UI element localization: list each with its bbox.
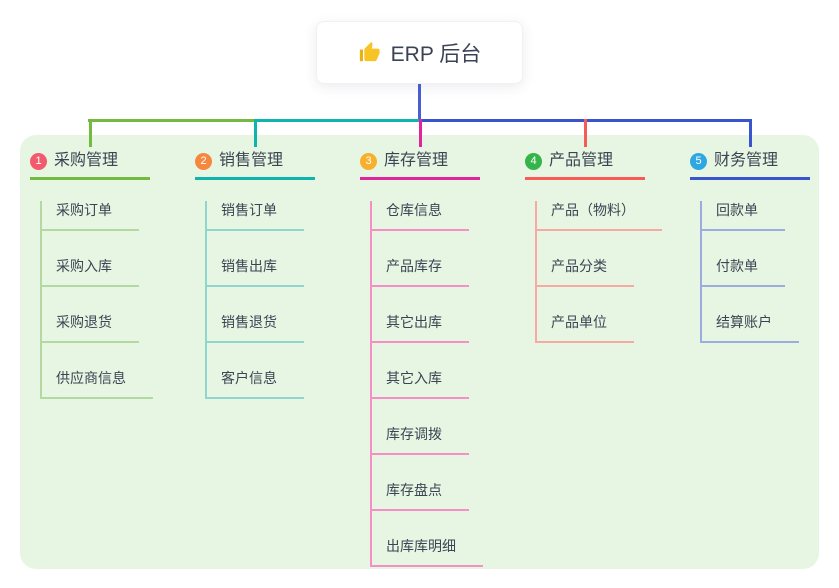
branch-node-4: 4 产品管理产品（物料） 产品分类产品单位	[525, 151, 662, 343]
branch-node-5: 5 财务管理回款单付款单结算账户	[690, 151, 810, 343]
child-node[interactable]: 产品分类	[537, 257, 634, 287]
root-title: ERP 后台	[390, 42, 482, 66]
branch-children: 产品（物料） 产品分类产品单位	[535, 201, 662, 343]
child-node[interactable]: 其它出库	[372, 313, 469, 343]
child-node[interactable]: 结算账户	[702, 313, 799, 343]
branch-children: 采购订单采购入库采购退货供应商信息	[40, 201, 153, 399]
branch-number-badge: 2	[195, 152, 212, 170]
child-node[interactable]: 库存盘点	[372, 481, 469, 511]
branch-label: 财务管理	[714, 152, 779, 169]
branch-title[interactable]: 2 销售管理	[195, 151, 315, 180]
rail-segment-left	[88, 119, 255, 122]
child-node[interactable]: 付款单	[702, 257, 785, 287]
branch-number-badge: 1	[30, 152, 47, 170]
child-node[interactable]: 销售出库	[207, 257, 304, 287]
branch-number-badge: 4	[525, 152, 542, 170]
branch-drop-line	[418, 119, 422, 147]
child-node[interactable]: 出库库明细	[372, 537, 483, 567]
branch-drop-line	[583, 119, 587, 147]
child-node[interactable]: 产品库存	[372, 257, 469, 287]
branch-node-2: 2 销售管理销售订单销售出库销售退货客户信息	[195, 151, 315, 399]
branch-number-badge: 3	[360, 152, 377, 170]
child-node[interactable]: 销售退货	[207, 313, 304, 343]
branch-label: 产品管理	[549, 152, 614, 169]
child-node[interactable]: 回款单	[702, 201, 785, 231]
branch-children: 销售订单销售出库销售退货客户信息	[205, 201, 304, 399]
root-node[interactable]: ERP 后台	[316, 21, 523, 84]
child-node[interactable]: 仓库信息	[372, 201, 469, 231]
child-node[interactable]: 其它入库	[372, 369, 469, 399]
child-node[interactable]: 采购订单	[42, 201, 139, 231]
branch-node-3: 3 库存管理仓库信息产品库存其它出库其它入库库存调拨库存盘点出库库明细	[360, 151, 483, 567]
branch-node-1: 1 采购管理采购订单采购入库采购退货供应商信息	[30, 151, 153, 399]
branch-label: 销售管理	[219, 152, 284, 169]
child-node[interactable]: 销售订单	[207, 201, 304, 231]
child-node[interactable]: 采购退货	[42, 313, 139, 343]
root-stem-line	[418, 84, 421, 121]
branch-label: 库存管理	[384, 152, 449, 169]
branch-drop-line	[748, 119, 752, 147]
child-node[interactable]: 产品单位	[537, 313, 634, 343]
child-node[interactable]: 库存调拨	[372, 425, 469, 455]
thumbs-up-icon	[359, 41, 380, 62]
child-node[interactable]: 产品（物料）	[537, 201, 662, 231]
branch-title[interactable]: 4 产品管理	[525, 151, 645, 180]
branch-title[interactable]: 3 库存管理	[360, 151, 480, 180]
branch-label: 采购管理	[54, 152, 119, 169]
branch-title[interactable]: 5 财务管理	[690, 151, 810, 180]
branch-title[interactable]: 1 采购管理	[30, 151, 150, 180]
child-node[interactable]: 供应商信息	[42, 369, 153, 399]
branch-drop-line	[88, 119, 92, 147]
branches-panel	[20, 135, 819, 569]
child-node[interactable]: 客户信息	[207, 369, 304, 399]
branch-children: 回款单付款单结算账户	[700, 201, 799, 343]
branch-number-badge: 5	[690, 152, 707, 170]
branch-children: 仓库信息产品库存其它出库其它入库库存调拨库存盘点出库库明细	[370, 201, 483, 567]
branch-drop-line	[253, 119, 257, 147]
child-node[interactable]: 采购入库	[42, 257, 139, 287]
rail-segment-middle	[255, 119, 420, 122]
